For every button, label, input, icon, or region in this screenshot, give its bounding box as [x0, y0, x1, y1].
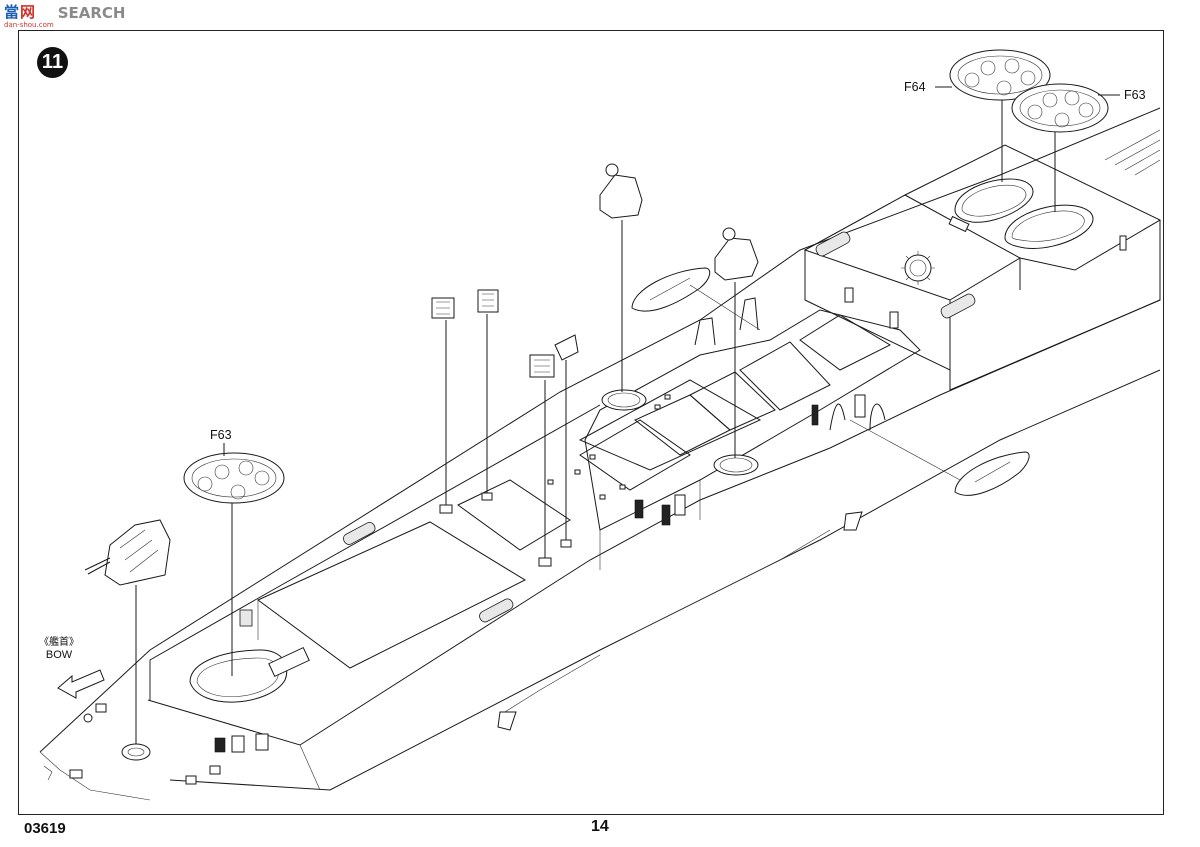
- part-f63-ring-right: [1011, 83, 1120, 212]
- part-f63-ring-left: [183, 443, 285, 676]
- ciws-turret-2: [714, 227, 759, 458]
- watermark-search-text: SEARCH: [57, 4, 126, 22]
- watermark-url: dan-shou.com: [4, 21, 54, 29]
- forward-deck: [149, 521, 527, 753]
- launcher-a: [431, 297, 455, 514]
- part-label-f63-right: F63: [1124, 88, 1146, 102]
- watermark-brand: 當网 dan-shou.com: [4, 4, 54, 29]
- deck-vents: [547, 394, 671, 500]
- bow-direction-label: 《艦首》 BOW: [36, 636, 82, 662]
- bow-direction-arrow: [57, 669, 105, 699]
- watermark-cn-char-1: 當: [4, 3, 21, 21]
- mid-superstructure: [457, 309, 921, 570]
- rotor-emblem: [901, 251, 935, 285]
- aft-hangar: [343, 129, 1162, 623]
- launcher-b: [477, 289, 499, 501]
- boat-upper: [631, 267, 761, 331]
- ciws-turret-1: [599, 163, 643, 392]
- page-number: 14: [591, 818, 609, 835]
- part-f64-ring: [935, 49, 1051, 182]
- watermark-cn-char-2: 网: [20, 3, 37, 21]
- life-rafts: [343, 231, 976, 623]
- part-label-f64: F64: [904, 80, 926, 94]
- bow-label-en: BOW: [45, 649, 73, 661]
- boat-davits: [694, 297, 886, 431]
- page-border: [18, 30, 1164, 815]
- bow-label-cn: 《艦首》: [39, 637, 79, 648]
- main-gun-turret: [84, 519, 171, 761]
- product-code: 03619: [24, 820, 66, 837]
- launcher-c: [529, 354, 555, 567]
- boat-lower: [849, 419, 1030, 496]
- part-label-f63-left: F63: [210, 428, 232, 442]
- watermark-logo: 當网 dan-shou.com SEARCH: [4, 4, 125, 30]
- bow-fittings: [43, 703, 221, 785]
- launcher-d: [554, 334, 579, 548]
- step-number-badge: 11: [37, 47, 68, 78]
